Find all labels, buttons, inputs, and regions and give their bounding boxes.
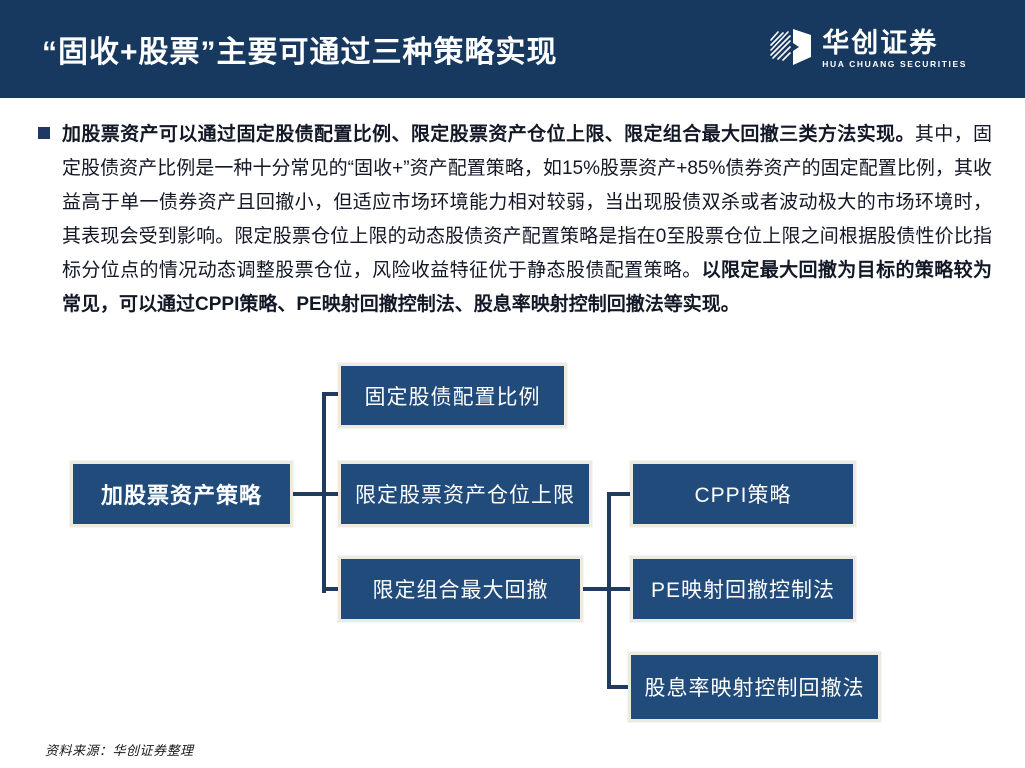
- text-run-normal: 其中，固定股债资产比例是一种十分常见的“固收+”资产配置策略，如15%股票资产+…: [62, 124, 992, 281]
- body-paragraph: 加股票资产可以通过固定股债配置比例、限定股票资产仓位上限、限定组合最大回撤三类方…: [62, 118, 992, 322]
- connector-strategy3-to-trunk: [583, 587, 630, 591]
- connector-stub-method3: [611, 685, 628, 689]
- header-bar: “固收+股票”主要可通过三种策略实现: [0, 0, 1025, 98]
- bullet-square-icon: [38, 127, 50, 139]
- connector-stub-method1: [611, 492, 630, 496]
- flowchart-node-root: 加股票资产策略: [70, 461, 293, 527]
- logo-name-en: HUA CHUANG SECURITIES: [822, 58, 967, 69]
- flowchart-node-position-cap: 限定股票资产仓位上限: [338, 461, 592, 527]
- logo-name-cn: 华创证券: [822, 27, 939, 58]
- text-run-bold-2: 以限定最大回撤为目标的策略较为常见，可以通过CPPI策略、PE映射回撤控制法、股…: [62, 260, 992, 315]
- source-note: 资料来源：华创证券整理: [45, 743, 194, 758]
- logo-text: 华创证券 HUA CHUANG SECURITIES: [822, 27, 967, 69]
- flowchart-node-max-drawdown: 限定组合最大回撤: [338, 556, 583, 622]
- connector-left-trunk: [322, 392, 326, 593]
- slide-title: “固收+股票”主要可通过三种策略实现: [42, 36, 558, 69]
- flowchart-node-cppi: CPPI策略: [630, 461, 856, 527]
- book-cube-icon: [768, 26, 814, 73]
- flowchart-node-pe-mapping: PE映射回撤控制法: [630, 556, 856, 622]
- flowchart-node-dividend-mapping: 股息率映射控制回撤法: [628, 652, 881, 722]
- text-run-bold-1: 加股票资产可以通过固定股债配置比例、限定股票资产仓位上限、限定组合最大回撤三类方…: [62, 124, 915, 145]
- flowchart-node-fixed-allocation: 固定股债配置比例: [338, 363, 567, 428]
- connector-right-trunk: [607, 492, 611, 689]
- company-logo: 华创证券 HUA CHUANG SECURITIES: [768, 26, 967, 73]
- connector-root-to-trunk: [293, 492, 338, 496]
- connector-stub-strategy3: [326, 587, 338, 591]
- body-paragraph-block: 加股票资产可以通过固定股债配置比例、限定股票资产仓位上限、限定组合最大回撤三类方…: [38, 118, 992, 322]
- connector-stub-strategy1: [326, 392, 338, 396]
